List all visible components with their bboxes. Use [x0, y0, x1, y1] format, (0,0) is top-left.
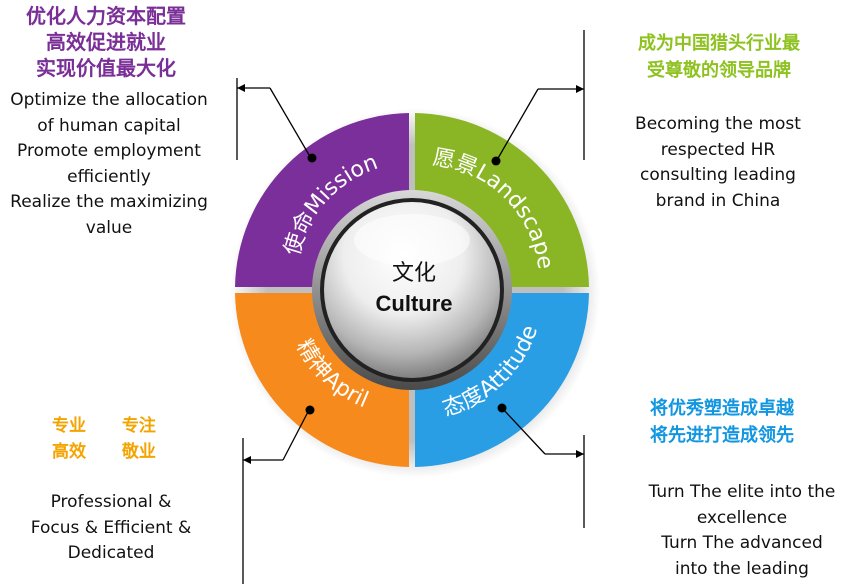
attitude-cn-line: 将优秀塑造成卓越: [650, 398, 794, 419]
mission-en-text: Optimize the allocation of human capital…: [0, 88, 218, 242]
mission-cn-line: 优化人力资本配置: [26, 4, 186, 28]
landscape-cn-text: 成为中国猎头行业最 受尊敬的领导品牌: [596, 30, 842, 84]
april-en-line: Focus & Efficient &: [30, 517, 192, 538]
april-cn-word: 专注: [121, 416, 156, 436]
center-cn-label: 文化: [392, 261, 436, 286]
connector-arrowheads: [237, 84, 584, 464]
center-en-label: Culture: [376, 291, 453, 316]
april-en-line: Professional &: [50, 492, 172, 512]
april-cn-text: 专业 专注 高效 敬业: [52, 413, 156, 465]
attitude-en-line: into the leading: [675, 558, 809, 579]
mission-en-line: of human capital: [37, 115, 181, 136]
landscape-en-line: consulting leading: [640, 165, 796, 186]
april-en-text: Professional & Focus & Efficient & Dedic…: [0, 490, 222, 567]
landscape-cn-line: 成为中国猎头行业最: [638, 33, 800, 54]
mission-cn-line: 实现价值最大化: [36, 56, 176, 80]
attitude-en-line: Turn The elite into the: [648, 482, 836, 502]
april-cn-row: 高效 敬业: [52, 439, 156, 465]
mission-en-line: Promote employment: [17, 141, 201, 162]
landscape-en-text: Becoming the most respected HR consultin…: [600, 112, 836, 214]
attitude-cn-line: 将先进打造成领先: [650, 425, 794, 446]
attitude-en-line: excellence: [696, 507, 788, 528]
april-cn-word: 高效: [52, 442, 86, 462]
connector-dots: [305, 153, 507, 415]
mission-cn-text: 优化人力资本配置 高效促进就业 实现价值最大化: [0, 3, 212, 81]
april-cn-word: 专业: [52, 416, 86, 436]
landscape-en-line: brand in China: [655, 190, 781, 211]
april-en-line: Dedicated: [67, 543, 155, 564]
landscape-en-line: Becoming the most: [635, 114, 801, 134]
landscape-en-line: respected HR: [660, 139, 776, 160]
april-cn-word: 敬业: [121, 442, 156, 462]
mission-en-line: value: [85, 217, 133, 238]
mission-cn-line: 高效促进就业: [46, 30, 166, 54]
landscape-cn-line: 受尊敬的领导品牌: [647, 60, 791, 81]
attitude-en-text: Turn The elite into the excellence Turn …: [632, 480, 852, 582]
mission-en-line: Realize the maximizing: [10, 192, 208, 213]
attitude-en-line: Turn The advanced: [661, 533, 823, 554]
april-cn-row: 专业 专注: [52, 413, 156, 439]
attitude-cn-text: 将优秀塑造成卓越 将先进打造成领先: [650, 395, 794, 449]
mission-en-line: efficiently: [67, 166, 151, 187]
mission-en-line: Optimize the allocation: [10, 90, 208, 110]
